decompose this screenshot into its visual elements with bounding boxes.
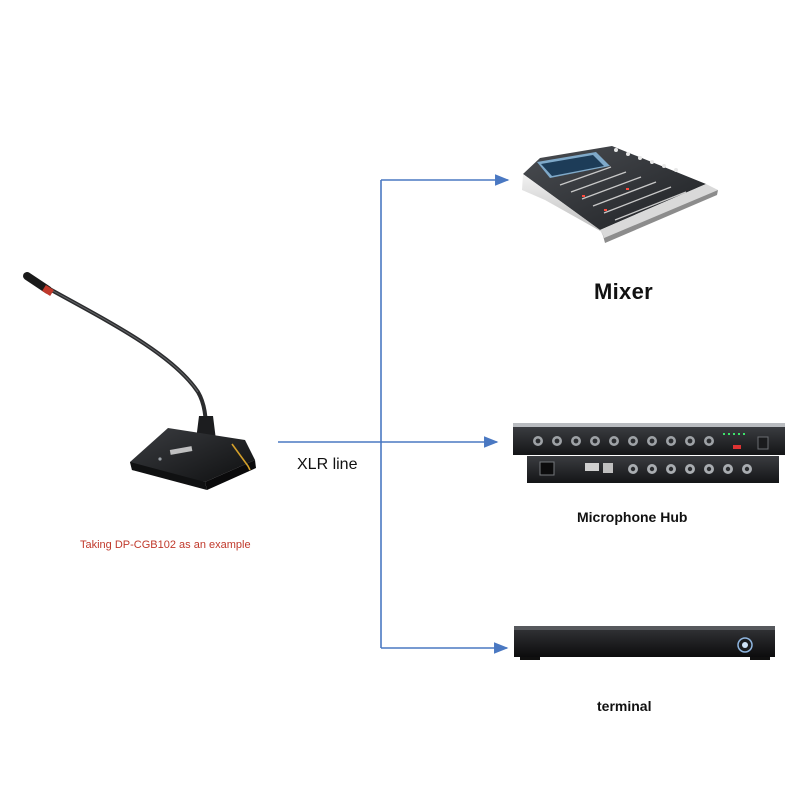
mixer-label: Mixer xyxy=(594,279,653,304)
example-caption: Taking DP-CGB102 as an example xyxy=(80,539,251,551)
mixer-console-icon xyxy=(522,146,718,243)
xlr-connector xyxy=(278,174,510,654)
microphone-hub-label: Microphone Hub xyxy=(577,509,688,525)
microphone-hub-icon xyxy=(513,423,785,483)
terminal-label: terminal xyxy=(597,698,652,714)
xlr-line-label: XLR line xyxy=(297,456,358,473)
terminal-box-icon xyxy=(514,626,775,660)
gooseneck-microphone-icon xyxy=(23,272,256,490)
